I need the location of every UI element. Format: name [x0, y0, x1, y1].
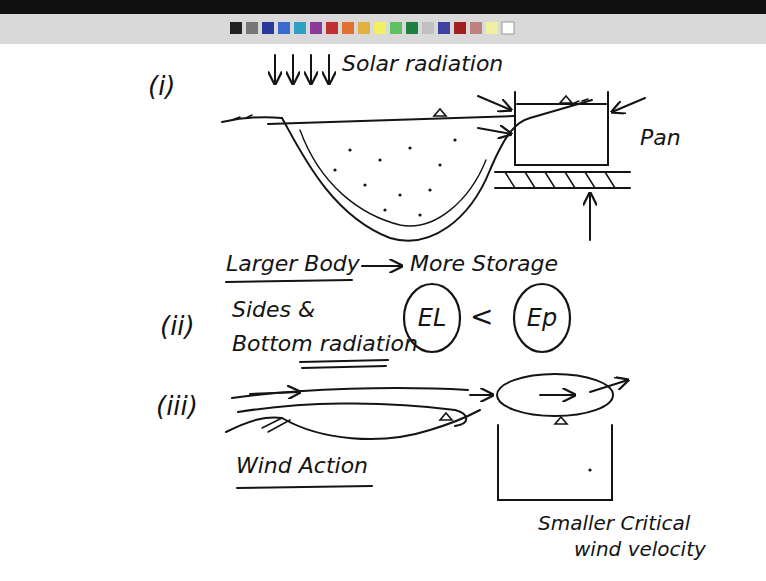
handwritten-label: <: [470, 302, 493, 333]
symbol-text: Ep: [527, 304, 557, 332]
handwritten-label: Sides &: [232, 298, 315, 322]
window-frame: [0, 0, 766, 14]
handwritten-label: Pan: [640, 126, 681, 150]
circled-symbol: EL: [402, 282, 462, 354]
color-palette: [230, 22, 514, 34]
handwritten-label: (i): [148, 72, 176, 101]
symbol-text: EL: [418, 304, 447, 332]
toolbar: [0, 14, 766, 44]
handwritten-label: Larger Body: [226, 252, 360, 276]
handwritten-label: Solar radiation: [342, 52, 503, 76]
handwritten-label: More Storage: [410, 252, 558, 276]
sketch-ink: [222, 55, 645, 500]
handwritten-label: (iii): [156, 392, 198, 421]
handwritten-label: Smaller Critical: [538, 512, 690, 534]
handwritten-label: Bottom radiation: [232, 332, 418, 356]
handwritten-label: Wind Action: [236, 454, 368, 478]
handwritten-label: (ii): [160, 312, 195, 341]
circled-symbol: Ep: [512, 282, 572, 354]
handwritten-label: wind velocity: [574, 538, 706, 560]
